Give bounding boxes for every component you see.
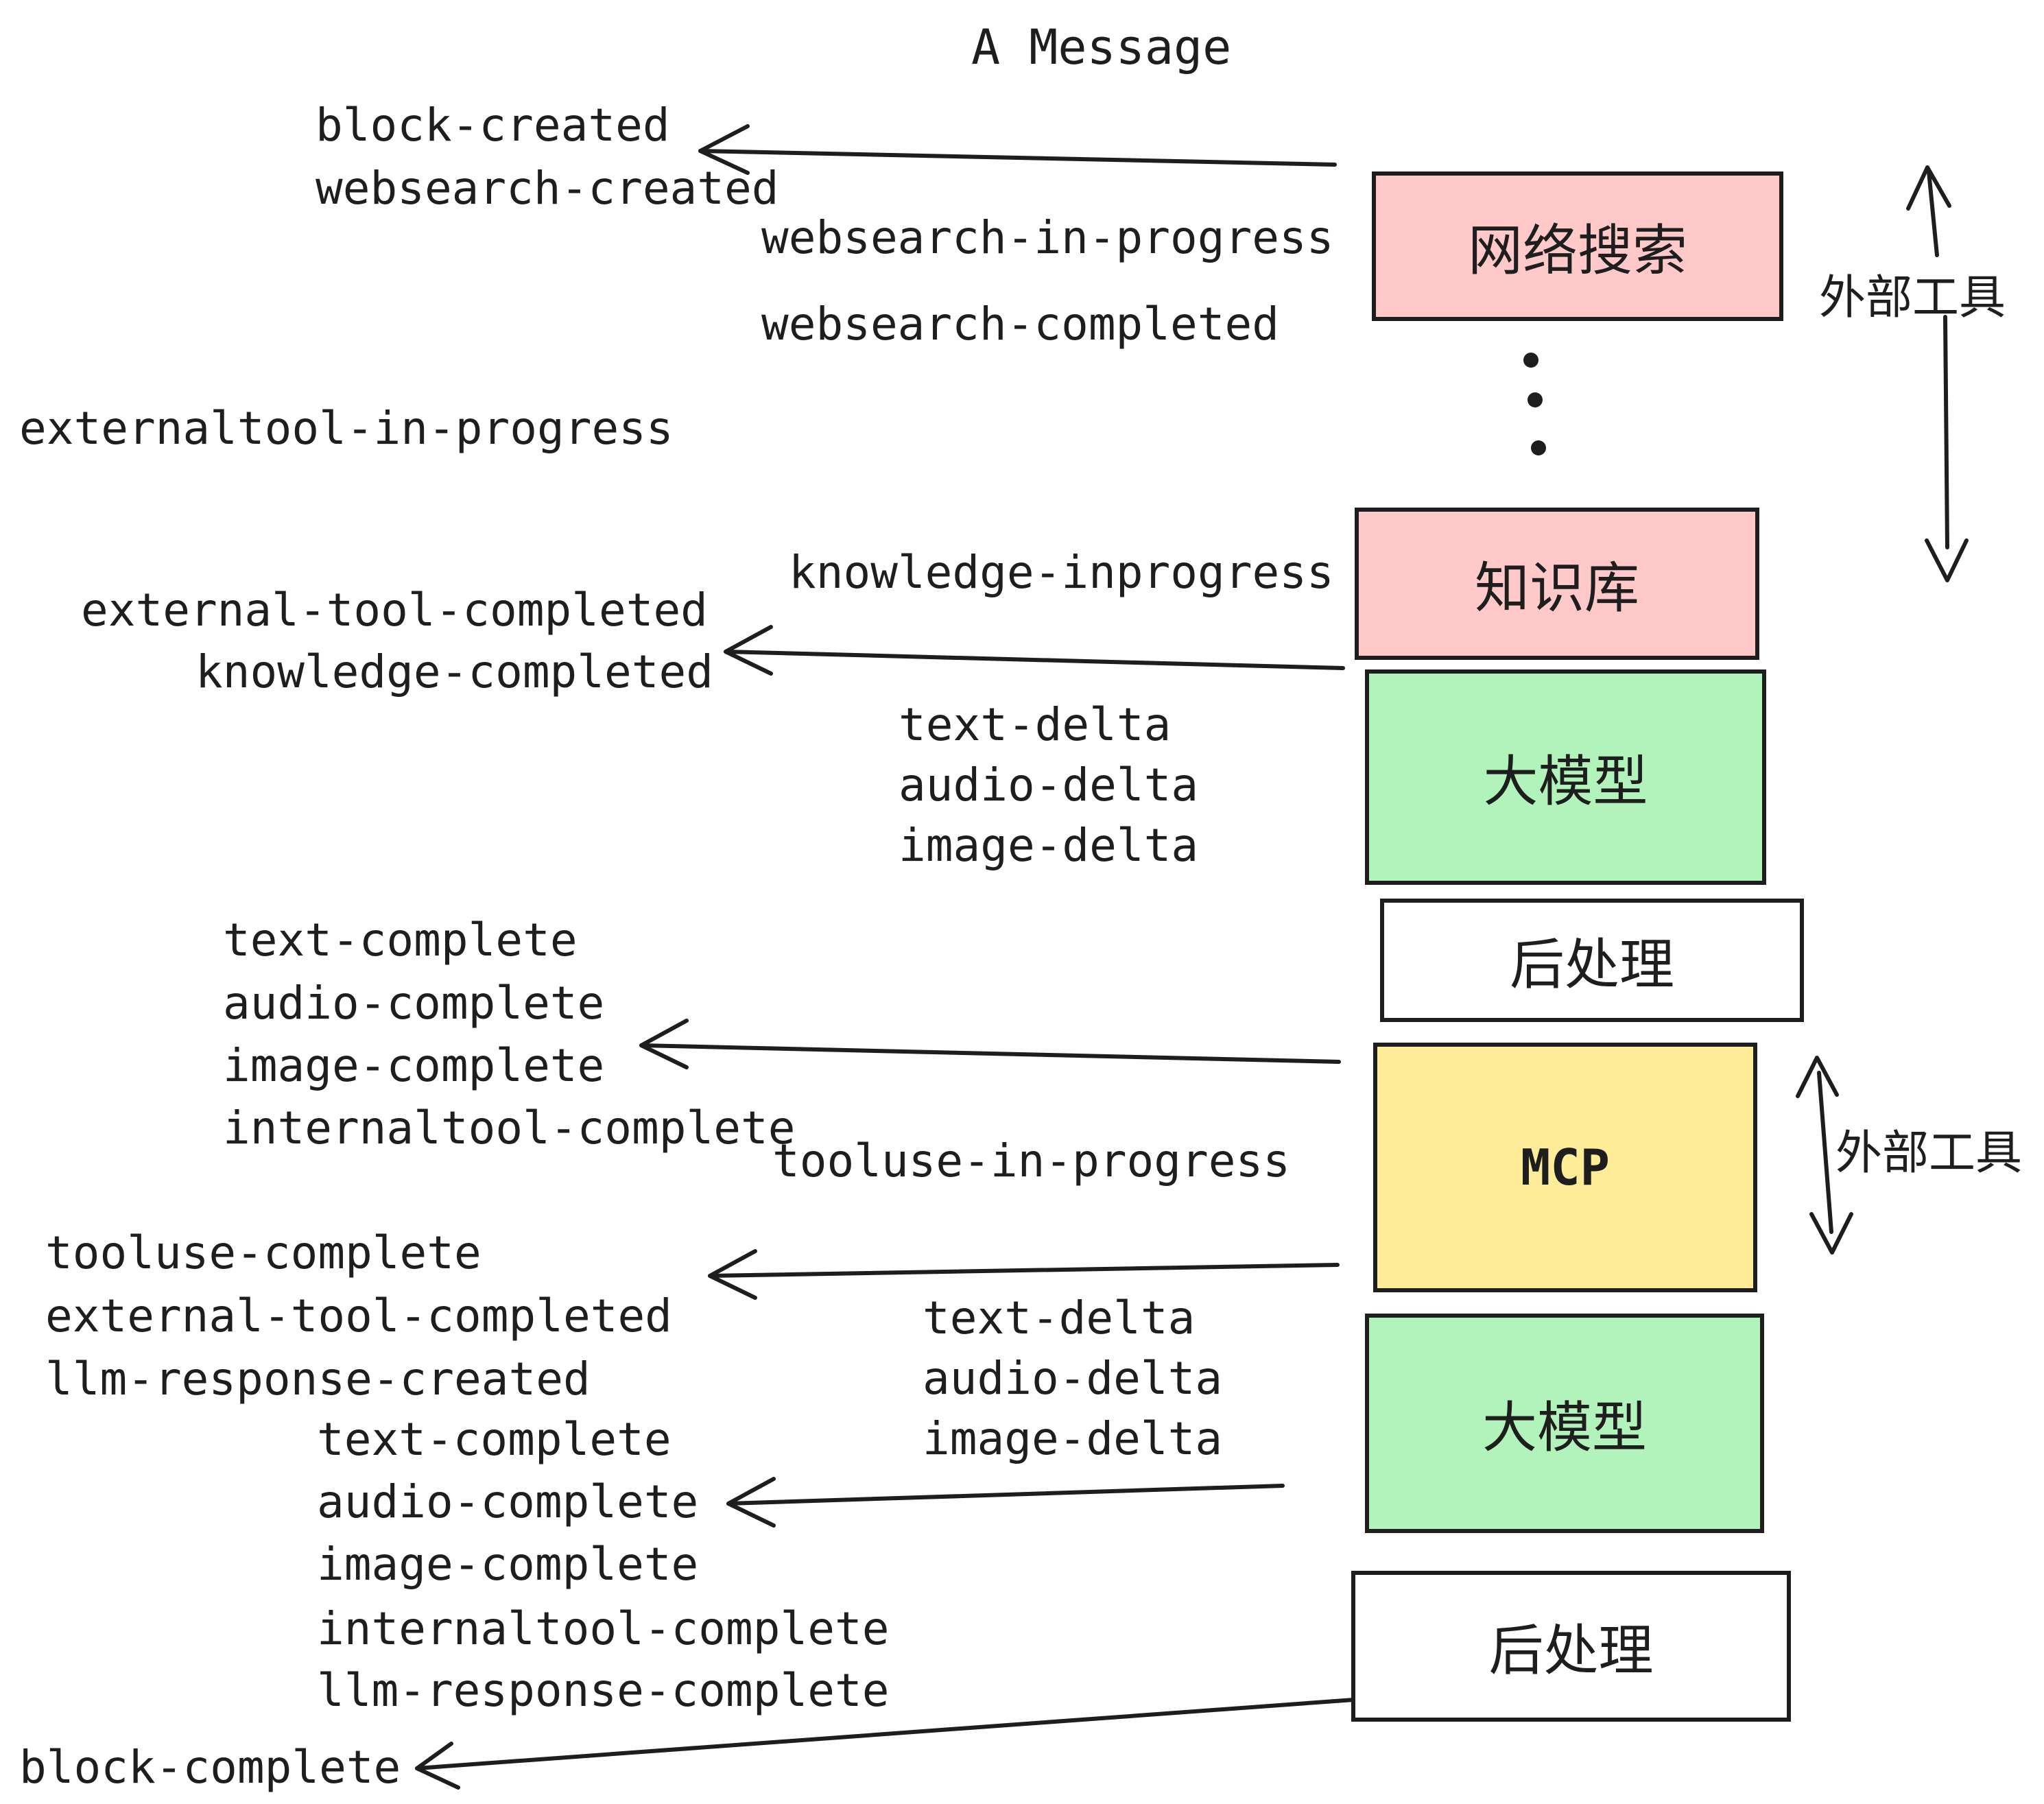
event-external-tool-completed-2: external-tool-completed [45, 1290, 672, 1342]
arrow-to-knowledge-completed [724, 625, 1345, 676]
event-internaltool-complete-1: internaltool-complete [223, 1102, 796, 1154]
ellipsis-dots [1523, 353, 1546, 455]
event-websearch-completed: websearch-completed [761, 298, 1279, 351]
event-text-delta-2: text-delta [923, 1292, 1196, 1344]
event-knowledge-completed: knowledge-completed [195, 645, 713, 698]
box-llm-1-label: 大模型 [1483, 750, 1648, 814]
arrow-external-tools-up [1906, 165, 1951, 257]
box-llm-2-label: 大模型 [1482, 1396, 1647, 1460]
event-tooluse-in-progress: tooluse-in-progress [772, 1135, 1290, 1187]
box-mcp-label: MCP [1520, 1139, 1611, 1196]
event-internaltool-complete-2: internaltool-complete [317, 1602, 890, 1655]
arrow-to-block-complete [415, 1698, 1356, 1790]
arrow-to-block-created [698, 124, 1337, 175]
event-websearch-created: websearch-created [316, 162, 779, 215]
box-knowledge-label: 知识库 [1475, 556, 1639, 620]
box-postprocess-2: 后处理 [1351, 1571, 1791, 1722]
event-tooluse-complete: tooluse-complete [45, 1226, 482, 1279]
box-llm-2: 大模型 [1365, 1314, 1764, 1533]
event-block-complete: block-complete [19, 1741, 401, 1794]
event-text-complete-2: text-complete [317, 1413, 672, 1466]
event-knowledge-inprogress: knowledge-inprogress [789, 546, 1334, 599]
box-postprocess-1: 后处理 [1380, 899, 1804, 1022]
event-externaltool-in-progress: externaltool-in-progress [19, 402, 674, 455]
event-audio-delta-1: audio-delta [899, 759, 1199, 811]
box-postprocess-2-label: 后处理 [1488, 1619, 1654, 1683]
external-tools-label-2: 外部工具 [1835, 1126, 2023, 1180]
event-llm-response-complete: llm-response-complete [317, 1664, 890, 1717]
event-external-tool-completed-1: external-tool-completed [81, 584, 708, 637]
external-tools-label-1: 外部工具 [1819, 271, 2006, 325]
arrow-external-tools-down [1925, 315, 1969, 582]
event-image-delta-2: image-delta [923, 1412, 1223, 1465]
event-audio-complete-2: audio-complete [317, 1475, 699, 1528]
event-image-complete-1: image-complete [223, 1039, 605, 1092]
event-image-complete-2: image-complete [317, 1538, 699, 1591]
event-image-delta-1: image-delta [899, 819, 1199, 872]
diagram-title: A Message [971, 19, 1232, 75]
box-llm-1: 大模型 [1365, 669, 1766, 885]
event-llm-response-created: llm-response-created [45, 1353, 591, 1405]
box-knowledge: 知识库 [1355, 508, 1759, 660]
arrow-mcp-external-tools [1796, 1056, 1853, 1255]
box-postprocess-1-label: 后处理 [1510, 933, 1674, 997]
event-audio-delta-2: audio-delta [923, 1352, 1223, 1405]
event-websearch-in-progress: websearch-in-progress [761, 211, 1334, 264]
event-block-created: block-created [316, 99, 670, 152]
event-audio-complete-1: audio-complete [223, 977, 605, 1030]
box-websearch-label: 网络搜索 [1468, 219, 1687, 283]
box-mcp: MCP [1373, 1043, 1757, 1292]
box-websearch: 网络搜索 [1372, 171, 1783, 321]
arrow-to-audio-complete [726, 1477, 1285, 1528]
event-text-complete-1: text-complete [223, 914, 578, 966]
arrow-to-image-complete [639, 1019, 1341, 1069]
event-text-delta-1: text-delta [899, 698, 1172, 751]
arrow-to-tooluse-complete [708, 1249, 1340, 1300]
